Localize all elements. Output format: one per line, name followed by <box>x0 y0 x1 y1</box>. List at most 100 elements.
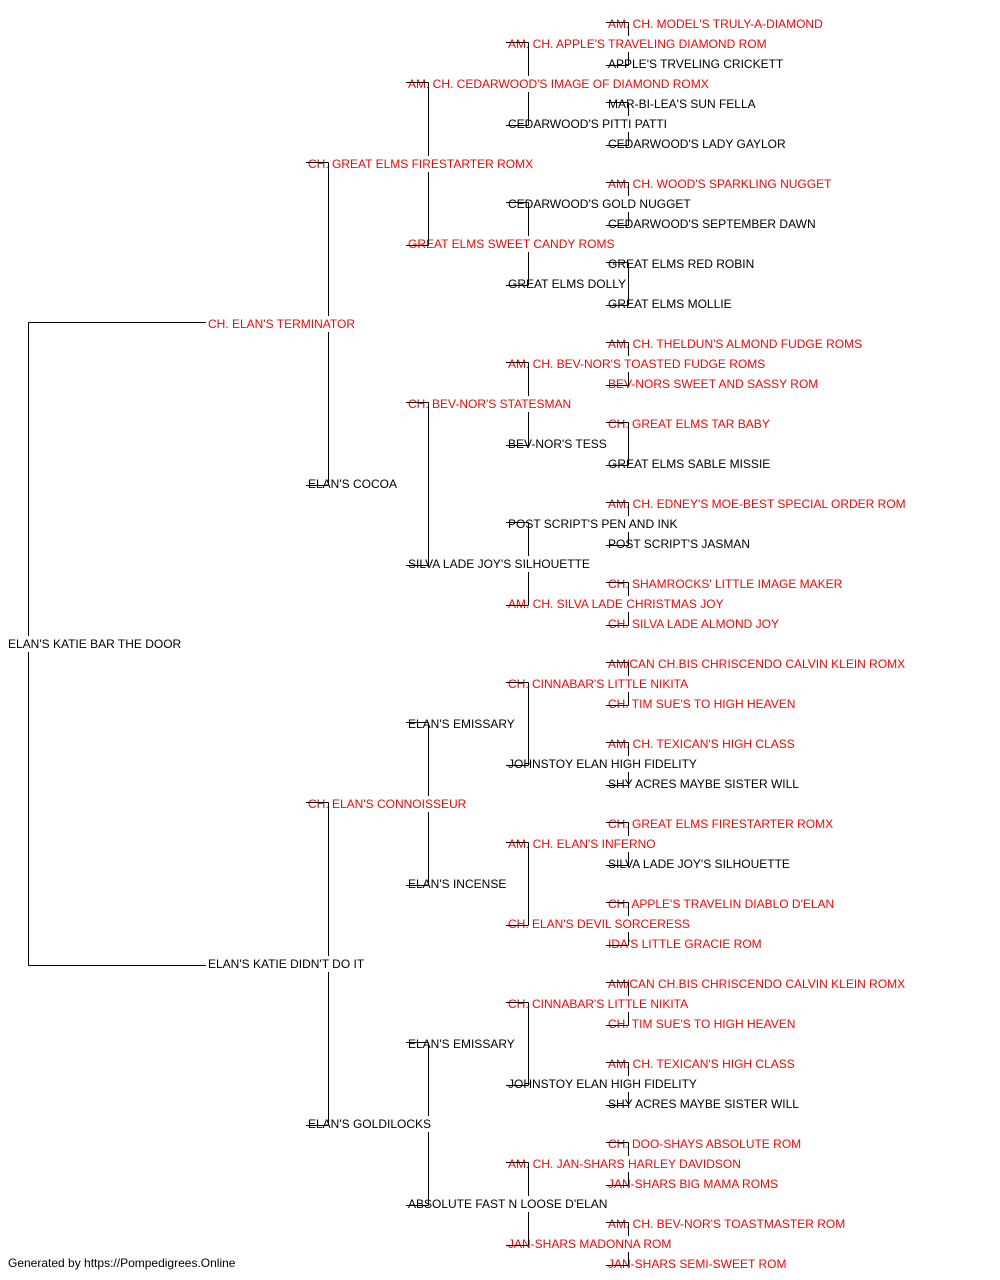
label-background <box>406 396 574 412</box>
label-background <box>606 696 798 712</box>
label-background <box>606 656 908 672</box>
ancestor-name-ssdss: AM. CH. WOOD'S SPARKLING NUGGET <box>608 177 832 191</box>
label-background <box>606 856 792 872</box>
label-background <box>406 76 711 92</box>
label-background <box>506 596 726 612</box>
ancestor-name-sdds: POST SCRIPT'S PEN AND INK <box>508 517 677 531</box>
ancestor-name-ssdd: GREAT ELMS DOLLY <box>508 277 626 291</box>
label-background <box>506 836 658 852</box>
label-background <box>506 516 680 532</box>
label-background <box>206 956 367 972</box>
pedigree-connector <box>506 1002 529 1086</box>
label-background <box>306 476 399 492</box>
ancestor-name-ssssd: APPLE'S TRVELING CRICKETT <box>608 57 784 71</box>
pedigree-connector <box>606 422 629 466</box>
ancestor-name-dsdsd: SILVA LADE JOY'S SILHOUETTE <box>608 857 790 871</box>
label-background <box>606 496 908 512</box>
ancestor-name-sddsd: POST SCRIPT'S JASMAN <box>608 537 750 551</box>
ancestor-name-dds: ELAN'S EMISSARY <box>408 1037 515 1051</box>
label-background <box>606 96 758 112</box>
label-background <box>606 216 818 232</box>
ancestor-name-sdssd: BEV-NORS SWEET AND SASSY ROM <box>608 377 818 391</box>
ancestor-name-dssds: AM. CH. TEXICAN'S HIGH CLASS <box>608 737 795 751</box>
ancestor-name-dddsd: JAN-SHARS BIG MAMA ROMS <box>608 1177 778 1191</box>
label-background <box>606 296 734 312</box>
generated-by-footer: Generated by https://Pompedigrees.Online <box>8 1256 236 1270</box>
label-background <box>506 116 669 132</box>
ancestor-name-sdd: SILVA LADE JOY'S SILHOUETTE <box>408 557 590 571</box>
ancestor-name-dddss: CH. DOO-SHAYS ABSOLUTE ROM <box>608 1137 801 1151</box>
ancestor-name-sddd: AM. CH. SILVA LADE CHRISTMAS JOY <box>508 597 724 611</box>
label-background <box>506 1156 743 1172</box>
label-background <box>606 1096 802 1112</box>
ancestor-name-dddds: AM. CH. BEV-NOR'S TOASTMASTER ROM <box>608 1217 845 1231</box>
pedigree-connector <box>506 842 529 926</box>
pedigree-connector <box>606 262 629 306</box>
ancestor-name-sssd: CEDARWOOD'S PITTI PATTI <box>508 117 667 131</box>
ancestor-name-ds: CH. ELAN'S CONNOISSEUR <box>308 797 467 811</box>
ancestor-name-sssdd: CEDARWOOD'S LADY GAYLOR <box>608 137 786 151</box>
ancestor-name-dsd: ELAN'S INCENSE <box>408 877 506 891</box>
ancestor-name-ddssd: CH. TIM SUE'S TO HIGH HEAVEN <box>608 1017 795 1031</box>
label-background <box>606 536 753 552</box>
ancestor-name-dddd: JAN-SHARS MADONNA ROM <box>508 1237 671 1251</box>
ancestor-name-sss: AM. CH. CEDARWOOD'S IMAGE OF DIAMOND ROM… <box>408 77 709 91</box>
label-background <box>406 716 517 732</box>
label-background <box>606 936 764 952</box>
ancestor-name-ss: CH. GREAT ELMS FIRESTARTER ROMX <box>308 157 533 171</box>
ancestor-name-ddsss: AM/CAN CH.BIS CHRISCENDO CALVIN KLEIN RO… <box>608 977 905 991</box>
label-background <box>406 1036 517 1052</box>
ancestor-name-ssss: AM. CH. APPLE'S TRAVELING DIAMOND ROM <box>508 37 767 51</box>
label-background <box>606 776 802 792</box>
ancestor-name-dssss: AM/CAN CH.BIS CHRISCENDO CALVIN KLEIN RO… <box>608 657 905 671</box>
label-background <box>606 256 757 272</box>
ancestor-name-dsssd: CH. TIM SUE'S TO HIGH HEAVEN <box>608 697 795 711</box>
ancestor-name-sdsds: CH. GREAT ELMS TAR BABY <box>608 417 770 431</box>
label-background <box>506 996 691 1012</box>
label-background <box>506 276 629 292</box>
ancestor-name-dsds: AM. CH. ELAN'S INFERNO <box>508 837 656 851</box>
label-background <box>606 816 836 832</box>
label-background <box>506 196 694 212</box>
label-background <box>506 356 768 372</box>
ancestor-name-sdddd: CH. SILVA LADE ALMOND JOY <box>608 617 779 631</box>
ancestor-name-ssdds: GREAT ELMS RED ROBIN <box>608 257 754 271</box>
label-background <box>306 796 469 812</box>
ancestor-name-ddsdd: SHY ACRES MAYBE SISTER WILL <box>608 1097 799 1111</box>
label-background <box>406 556 592 572</box>
label-background <box>606 56 786 72</box>
ancestor-name-dssdd: SHY ACRES MAYBE SISTER WILL <box>608 777 799 791</box>
subject-dog-name: ELAN'S KATIE BAR THE DOOR <box>8 637 182 651</box>
label-background <box>606 736 797 752</box>
ancestor-name-s: CH. ELAN'S TERMINATOR <box>208 317 355 331</box>
label-background <box>506 36 769 52</box>
ancestor-name-ddddd: JAN-SHARS SEMI-SWEET ROM <box>608 1257 786 1271</box>
ancestor-name-sdss: AM. CH. BEV-NOR'S TOASTED FUDGE ROMS <box>508 357 765 371</box>
label-background <box>606 1056 797 1072</box>
label-background <box>506 676 691 692</box>
label-background <box>206 316 358 332</box>
label-background <box>606 376 821 392</box>
ancestor-name-sssds: MAR-BI-LEA'S SUN FELLA <box>608 97 756 111</box>
label-background <box>506 916 692 932</box>
ancestor-name-dsdds: CH. APPLE'S TRAVELIN DIABLO D'ELAN <box>608 897 834 911</box>
pedigree-connector <box>406 402 429 566</box>
ancestor-name-ssd: GREAT ELMS SWEET CANDY ROMS <box>408 237 614 251</box>
label-background <box>506 756 699 772</box>
pedigree-connector <box>506 682 529 766</box>
ancestor-name-ddd: ABSOLUTE FAST N LOOSE D'ELAN <box>408 1197 607 1211</box>
label-background <box>606 176 835 192</box>
label-background <box>606 136 789 152</box>
label-background <box>6 636 184 652</box>
ancestor-name-ddss: CH. CINNABAR'S LITTLE NIKITA <box>508 997 688 1011</box>
label-background <box>606 616 781 632</box>
ancestor-name-sds: CH. BEV-NOR'S STATESMAN <box>408 397 571 411</box>
ancestor-name-sdsdd: GREAT ELMS SABLE MISSIE <box>608 457 770 471</box>
label-background <box>606 896 837 912</box>
label-background <box>606 576 845 592</box>
ancestor-name-dsss: CH. CINNABAR'S LITTLE NIKITA <box>508 677 688 691</box>
label-background <box>506 436 609 452</box>
label-background <box>606 416 772 432</box>
label-background <box>606 1016 798 1032</box>
ancestor-name-ddsd: JOHNSTOY ELAN HIGH FIDELITY <box>508 1077 697 1091</box>
